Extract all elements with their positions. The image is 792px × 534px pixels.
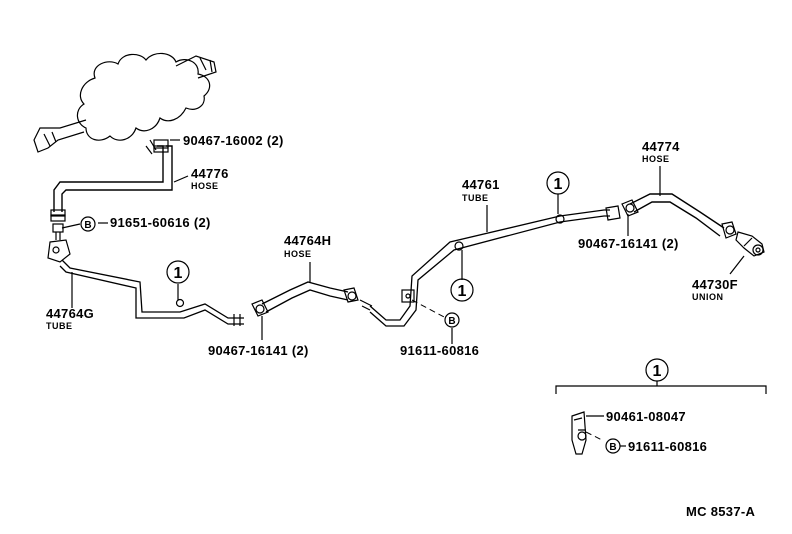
part-91651-60616: 91651-60616 (2) — [110, 215, 211, 230]
engine-outline — [33, 52, 217, 155]
tube-44764G — [59, 259, 244, 326]
part-44774-type: HOSE — [642, 154, 670, 164]
part-44730F: 44730F — [692, 277, 738, 292]
fitting-left — [47, 223, 71, 263]
part-90467-16141-b: 90467-16141 (2) — [578, 236, 679, 251]
tube-44761 — [369, 205, 621, 327]
diagram-code: MC 8537-A — [686, 504, 755, 519]
bolt-label-b1: B — [84, 220, 91, 231]
part-44764H: 44764H — [284, 233, 331, 248]
detail-inset — [555, 358, 767, 455]
hose-44764H — [251, 281, 373, 317]
clamp-bracket-icon — [571, 411, 587, 455]
part-44761-type: TUBE — [462, 193, 489, 203]
part-44764G-type: TUBE — [46, 321, 73, 331]
callout-markers — [80, 171, 570, 328]
callout-circle-1b — [450, 278, 474, 302]
bolt-callout-b1 — [80, 216, 96, 232]
part-90467-16141-a: 90467-16141 (2) — [208, 343, 309, 358]
callout-label-1c: 1 — [554, 176, 563, 193]
part-44730F-type: UNION — [692, 292, 724, 302]
part-44776-type: HOSE — [191, 181, 219, 191]
part-44776: 44776 — [191, 166, 229, 181]
part-44764H-type: HOSE — [284, 249, 312, 259]
callout-circle-1c — [546, 171, 570, 195]
bolt-label-b2: B — [448, 316, 455, 327]
callout-circle-detail — [645, 358, 669, 382]
bolt-callout-b3 — [605, 438, 621, 454]
bolt-label-b3: B — [609, 442, 616, 453]
part-44764G: 44764G — [46, 306, 94, 321]
union-44730F — [735, 231, 765, 257]
bolt-callout-b2 — [444, 312, 460, 328]
part-91611-60816-b: 91611-60816 — [628, 439, 707, 454]
callout-label-detail: 1 — [653, 363, 662, 380]
part-44761: 44761 — [462, 177, 500, 192]
hose-44776 — [50, 139, 173, 222]
callout-label-1a: 1 — [174, 265, 183, 282]
part-91611-60816-a: 91611-60816 — [400, 343, 479, 358]
part-90461-08047: 90461-08047 — [606, 409, 686, 424]
part-44774: 44774 — [642, 139, 680, 154]
hose-44774 — [621, 193, 737, 239]
callout-label-1b: 1 — [458, 283, 467, 300]
leader-lines — [61, 139, 745, 344]
callout-circle-1a — [166, 260, 190, 284]
part-90467-16002: 90467-16002 (2) — [183, 133, 284, 148]
